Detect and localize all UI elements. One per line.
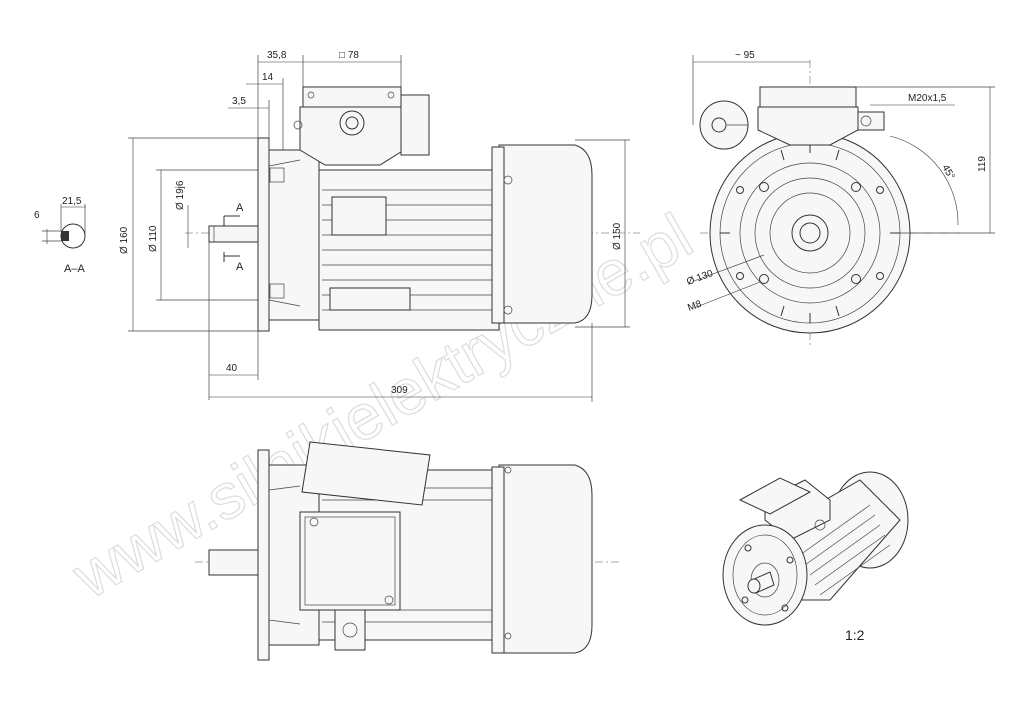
dim-35-8: 35,8 (267, 50, 287, 61)
side-view: A A 35,8 □ 78 14 3,5 Ø 160 Ø 110 Ø 19j6 … (119, 50, 640, 402)
dim-14: 14 (262, 72, 274, 83)
section-marker-top: A (236, 202, 244, 214)
dim-m20: M20x1,5 (908, 93, 947, 104)
scale-label: 1:2 (845, 627, 865, 643)
dim-square-78: □ 78 (339, 50, 359, 61)
section-marker-bottom: A (236, 261, 244, 273)
dim-key-depth: 21,5 (62, 196, 82, 207)
section-title: A–A (64, 263, 85, 275)
dim-dia-110: Ø 110 (148, 225, 159, 252)
section-a-a-view: 6 21,5 A–A (34, 196, 86, 275)
dim-40: 40 (226, 363, 238, 374)
isometric-view (722, 471, 909, 626)
nameplate (331, 196, 387, 236)
top-view (195, 441, 620, 661)
dim-3-5: 3,5 (232, 96, 246, 107)
dim-m8: M8 (686, 299, 703, 314)
dim-dia-150: Ø 150 (612, 222, 623, 250)
dim-dia-19j6: Ø 19j6 (175, 180, 186, 210)
dim-approx-95: ~ 95 (735, 50, 755, 61)
dim-dia-160: Ø 160 (119, 226, 130, 254)
end-view: ~ 95 M20x1,5 45° 119 Ø 130 M8 (685, 50, 995, 345)
dim-key-width: 6 (34, 210, 40, 221)
dim-309: 309 (391, 385, 408, 396)
dim-dia-130: Ø 130 (685, 268, 715, 288)
dim-119: 119 (977, 156, 988, 172)
dim-angle-45: 45° (939, 163, 956, 182)
